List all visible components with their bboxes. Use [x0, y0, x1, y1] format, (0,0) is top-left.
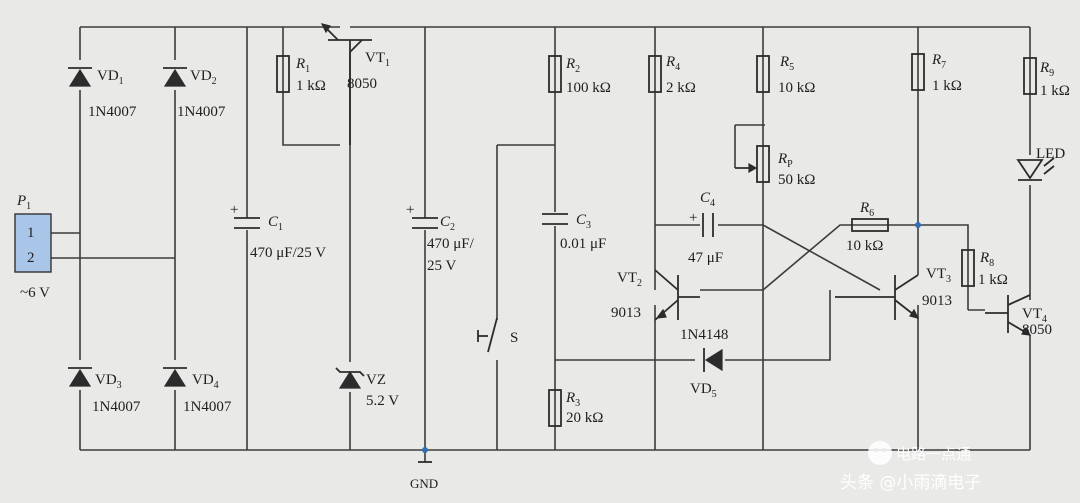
- switch-label: S: [510, 330, 518, 346]
- vt1-part: 8050: [347, 76, 377, 92]
- connector-pin1: 1: [27, 225, 35, 241]
- gnd-label: GND: [410, 476, 438, 491]
- vd1-part: 1N4007: [88, 104, 137, 120]
- watermark-line1: 电路一点通: [896, 445, 971, 463]
- ground: GND: [410, 461, 438, 491]
- connector-voltage: ~6 V: [20, 285, 50, 301]
- r3-label: R3: [565, 390, 580, 409]
- capacitor-c4: + C4 47 μF: [688, 190, 723, 266]
- junction-node-gnd: [422, 447, 428, 453]
- c4-plus: +: [689, 210, 697, 226]
- r1-value: 1 kΩ: [296, 78, 326, 94]
- c2-label: C2: [440, 214, 455, 233]
- vd5-part: 1N4148: [680, 327, 728, 343]
- zener-vz: VZ 5.2 V: [335, 362, 399, 409]
- resistor-r4: R4 2 kΩ: [648, 54, 696, 96]
- resistor-r2: R2 100 kΩ: [548, 55, 611, 96]
- watermark-line2: 头条 @小雨滴电子: [840, 473, 981, 493]
- vd4-part: 1N4007: [183, 399, 232, 415]
- r5-value: 10 kΩ: [778, 80, 815, 96]
- diode-vd4: VD4 1N4007: [163, 360, 232, 415]
- c3-label: C3: [576, 212, 591, 231]
- vd3-part: 1N4007: [92, 399, 141, 415]
- vt1-label: VT1: [365, 50, 390, 69]
- r7-value: 1 kΩ: [932, 78, 962, 94]
- r7-label: R7: [931, 52, 946, 71]
- c3-value: 0.01 μF: [560, 236, 606, 252]
- resistor-r9: R9 1 kΩ: [1023, 57, 1070, 99]
- c2-value-2: 25 V: [427, 258, 456, 274]
- potentiometer-rp: RP 50 kΩ: [735, 145, 815, 188]
- diode-vd5: 1N4148 VD5: [680, 327, 728, 400]
- vd2-part: 1N4007: [177, 104, 226, 120]
- vd4-label: VD4: [192, 372, 219, 391]
- transistor-vt2: VT2 9013: [611, 269, 700, 321]
- vt2-label: VT2: [617, 270, 642, 289]
- r3-value: 20 kΩ: [566, 410, 603, 426]
- c1-plus: +: [230, 202, 238, 218]
- vd2-label: VD2: [190, 68, 217, 87]
- vt4-part: 8050: [1022, 322, 1052, 338]
- vd5-label: VD5: [690, 381, 717, 400]
- vt2-part: 9013: [611, 305, 641, 321]
- r1-label: R1: [295, 56, 310, 75]
- c4-value: 47 μF: [688, 250, 723, 266]
- resistor-r7: R7 1 kΩ: [911, 52, 962, 94]
- capacitor-c1: + C1 470 μF/25 V: [230, 202, 326, 261]
- r4-value: 2 kΩ: [666, 80, 696, 96]
- transistor-vt1: VT1 8050: [320, 23, 390, 145]
- c2-value-1: 470 μF/: [427, 236, 475, 252]
- c1-label: C1: [268, 214, 283, 233]
- r9-label: R9: [1039, 60, 1054, 79]
- connector-label: P1: [16, 193, 31, 212]
- r6-label: R6: [859, 200, 874, 219]
- resistor-r8: R8 1 kΩ: [961, 249, 1008, 288]
- diode-vd2: VD2 1N4007: [163, 60, 226, 120]
- r2-value: 100 kΩ: [566, 80, 611, 96]
- r5-label: R5: [779, 54, 794, 73]
- connector-pin2: 2: [27, 250, 35, 266]
- c2-plus: +: [406, 202, 414, 218]
- junction-node-r6: [915, 222, 921, 228]
- vd1-label: VD1: [97, 68, 124, 87]
- rp-value: 50 kΩ: [778, 172, 815, 188]
- capacitor-c2: + C2 470 μF/ 25 V: [406, 202, 475, 274]
- junction-dots: [422, 222, 921, 453]
- vt3-label: VT3: [926, 266, 951, 285]
- resistor-r3: R3 20 kΩ: [548, 389, 603, 427]
- r8-label: R8: [979, 250, 994, 269]
- r4-label: R4: [665, 54, 680, 73]
- vz-label: VZ: [366, 372, 386, 388]
- watermark: 电路一点通 头条 @小雨滴电子: [840, 441, 981, 493]
- c4-label: C4: [700, 190, 715, 209]
- c1-value: 470 μF/25 V: [250, 245, 326, 261]
- rp-label: RP: [777, 151, 793, 170]
- resistor-r5: R5 10 kΩ: [756, 54, 815, 96]
- resistor-r6: R6 10 kΩ: [846, 200, 889, 254]
- diode-vd1: VD1 1N4007: [68, 60, 137, 120]
- switch-s: S: [477, 317, 518, 360]
- wechat-icon: [868, 441, 892, 465]
- connector-body: [14, 213, 52, 273]
- r9-value: 1 kΩ: [1040, 83, 1070, 99]
- vt3-part: 9013: [922, 293, 952, 309]
- transistor-vt3: VT3 9013: [835, 266, 952, 320]
- r8-value: 1 kΩ: [978, 272, 1008, 288]
- vt4-label: VT4: [1022, 306, 1047, 325]
- transistor-vt4: VT4 8050: [985, 294, 1052, 338]
- capacitor-c3: C3 0.01 μF: [540, 212, 606, 252]
- r6-value: 10 kΩ: [846, 238, 883, 254]
- r2-label: R2: [565, 56, 580, 75]
- connector-p1: 1 2 P1 ~6 V: [14, 193, 52, 301]
- vd3-label: VD3: [95, 372, 122, 391]
- led-label: LED: [1036, 146, 1065, 162]
- vz-value: 5.2 V: [366, 393, 399, 409]
- diode-vd3: VD3 1N4007: [68, 360, 141, 415]
- resistor-r1: R1 1 kΩ: [276, 55, 326, 94]
- led: LED: [1015, 146, 1065, 185]
